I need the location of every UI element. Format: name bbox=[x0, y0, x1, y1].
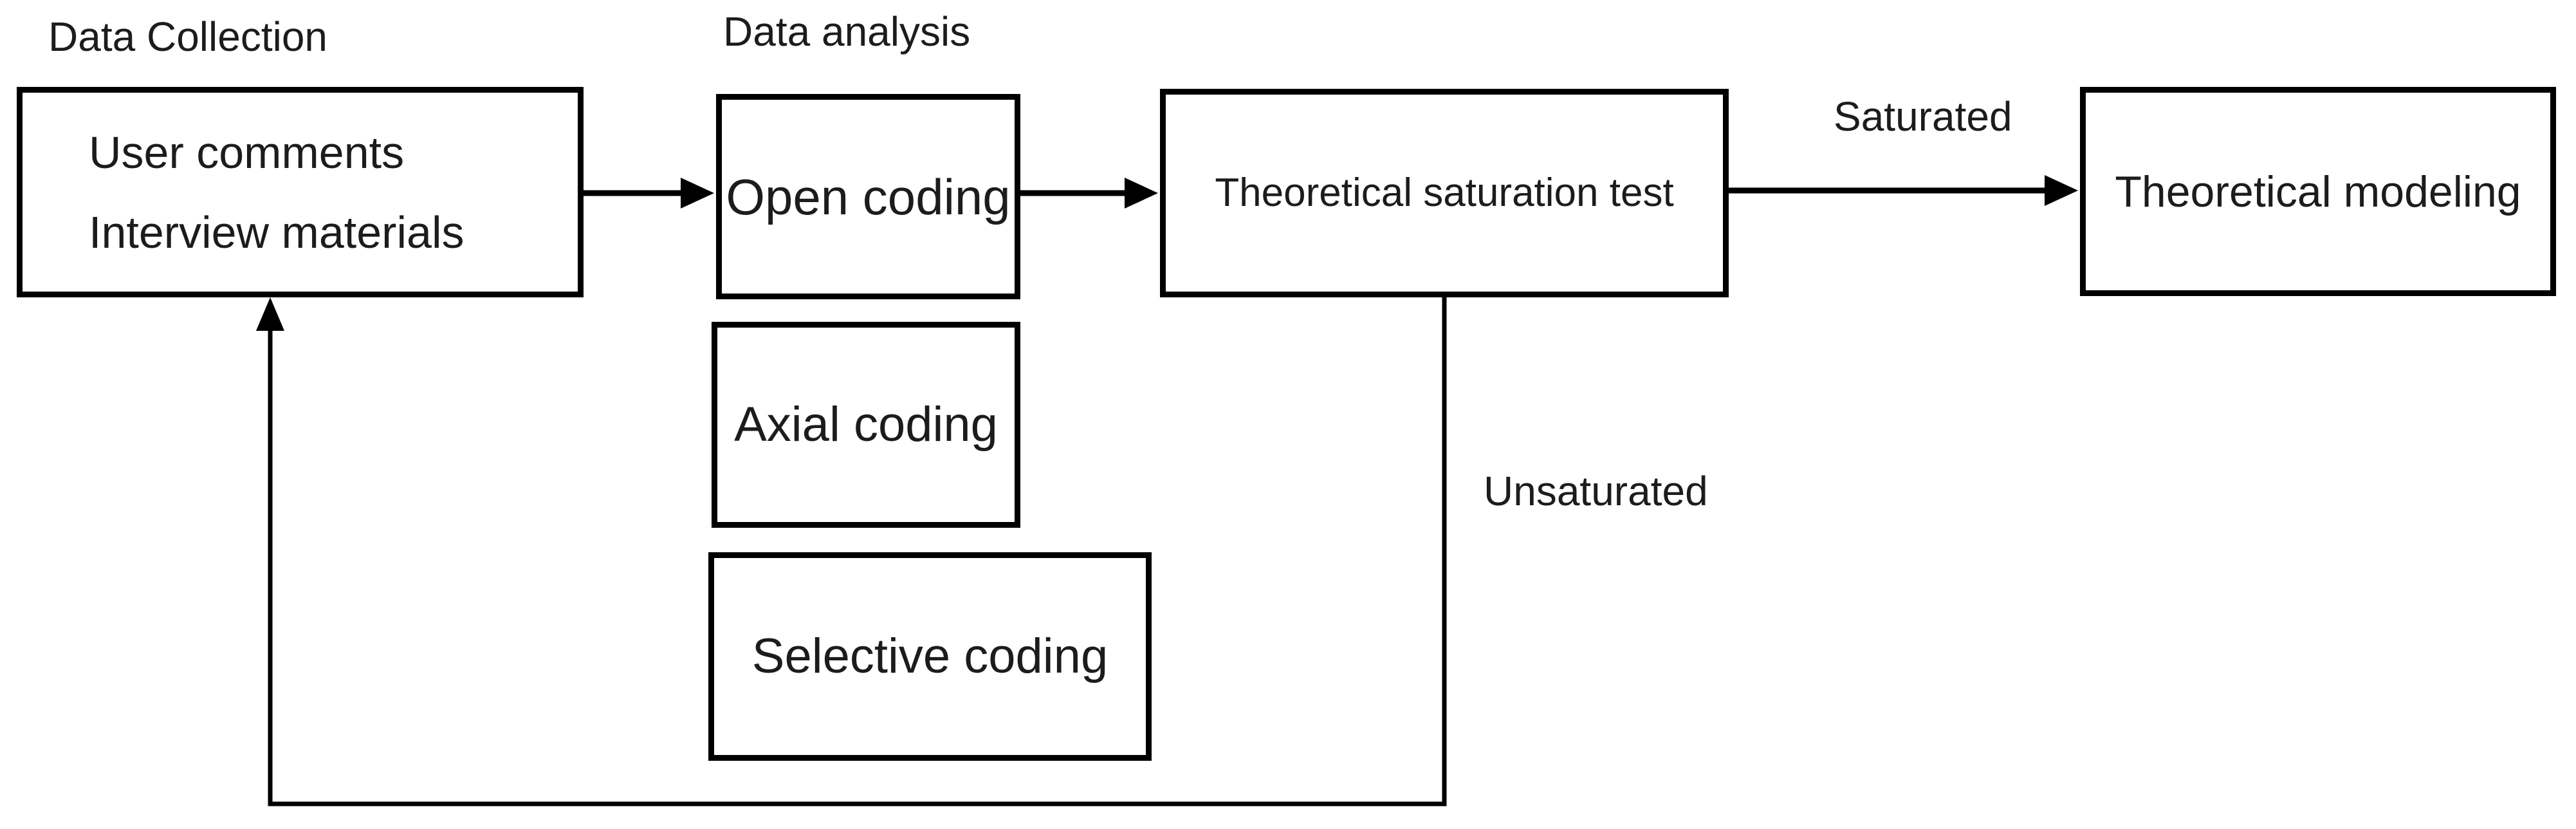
data-collection-label: Data Collection bbox=[48, 14, 327, 60]
arrow-open-coding-to-saturation-test bbox=[1019, 178, 1158, 209]
node-data-collection-line-1: User comments bbox=[89, 127, 405, 178]
node-axial-coding-label: Axial coding bbox=[734, 397, 998, 452]
arrow-up-icon bbox=[256, 297, 284, 331]
node-axial-coding: Axial coding bbox=[712, 322, 1020, 528]
feedback-loop-unsaturated bbox=[256, 296, 1447, 806]
node-theoretical-saturation-test-label: Theoretical saturation test bbox=[1215, 171, 1674, 215]
arrow-right-icon bbox=[2045, 175, 2078, 206]
node-theoretical-modeling-label: Theoretical modeling bbox=[2115, 167, 2521, 216]
arrow-right-icon bbox=[1125, 178, 1158, 209]
arrow-collection-to-open-coding bbox=[582, 178, 714, 209]
node-open-coding: Open coding bbox=[716, 94, 1020, 299]
node-theoretical-modeling: Theoretical modeling bbox=[2080, 87, 2556, 296]
arrow-right-icon bbox=[681, 178, 714, 209]
node-selective-coding-label: Selective coding bbox=[751, 629, 1109, 684]
node-open-coding-label: Open coding bbox=[726, 168, 1011, 225]
arrow-saturation-test-to-modeling bbox=[1727, 175, 2078, 206]
data-analysis-label: Data analysis bbox=[723, 8, 971, 55]
unsaturated-edge-label: Unsaturated bbox=[1484, 468, 1708, 514]
node-data-collection: User comments Interview materials bbox=[17, 87, 584, 297]
node-theoretical-saturation-test: Theoretical saturation test bbox=[1160, 89, 1729, 297]
node-selective-coding: Selective coding bbox=[708, 552, 1152, 761]
saturated-edge-label: Saturated bbox=[1834, 93, 2012, 140]
node-data-collection-line-2: Interview materials bbox=[89, 207, 465, 257]
